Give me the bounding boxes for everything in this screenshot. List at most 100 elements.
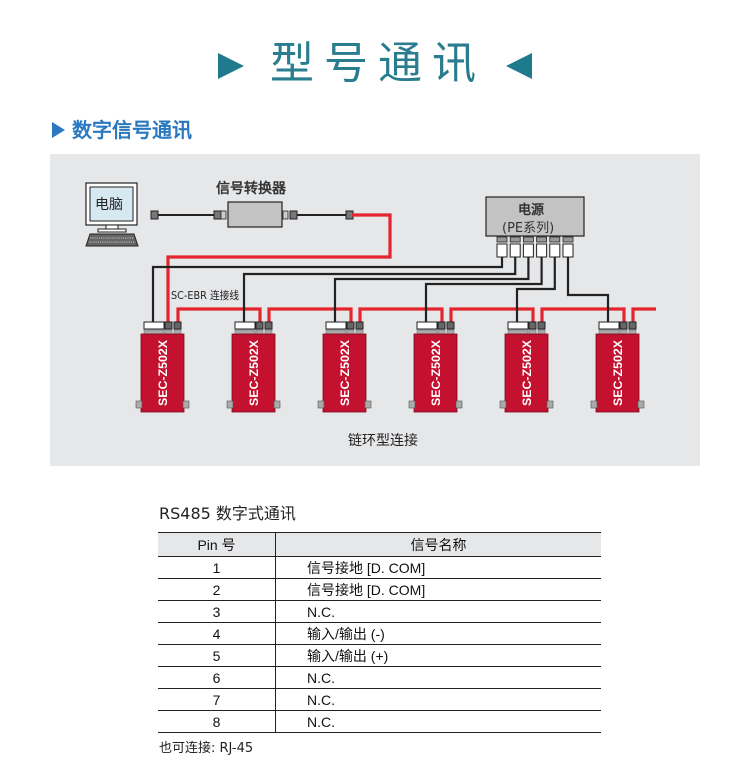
device-body bbox=[140, 333, 185, 413]
signal-name: 信号接地 [D. COM] bbox=[275, 556, 601, 579]
diagram-caption: 链环型连接 bbox=[348, 433, 418, 449]
signal-cable bbox=[540, 307, 626, 322]
fitting-right bbox=[182, 400, 190, 409]
fitting-left bbox=[135, 400, 143, 409]
fitting-right bbox=[546, 400, 554, 409]
fitting-left bbox=[408, 400, 416, 409]
computer-label: 电脑 bbox=[95, 197, 123, 213]
connector-base bbox=[346, 329, 355, 335]
signal-cable bbox=[631, 307, 656, 322]
connector-base bbox=[255, 329, 264, 335]
device-body bbox=[322, 333, 367, 413]
connector-base bbox=[416, 329, 438, 335]
pin-number: 8 bbox=[158, 710, 276, 733]
connector-base bbox=[446, 329, 455, 335]
power-label: 电源 bbox=[518, 203, 545, 218]
rs485-port bbox=[437, 321, 446, 330]
rs485-port bbox=[173, 321, 182, 330]
controller-device: SEC-Z502X bbox=[499, 321, 554, 413]
signal-name: 输入/输出 (-) bbox=[275, 622, 601, 645]
section-heading-text: 数字信号通讯 bbox=[72, 118, 192, 142]
device-model-label: SEC-Z502X bbox=[429, 340, 443, 406]
power-series-label: (PE系列) bbox=[502, 221, 555, 236]
signal-cable bbox=[176, 307, 262, 322]
rs485-port bbox=[446, 321, 455, 330]
connector-base bbox=[619, 329, 628, 335]
power-port-tab bbox=[536, 236, 548, 243]
power-cable bbox=[151, 257, 504, 322]
signal-name: N.C. bbox=[275, 600, 601, 623]
fitting-right bbox=[455, 400, 463, 409]
pin-number: 7 bbox=[158, 688, 276, 711]
connector-base bbox=[143, 329, 165, 335]
rs485-port bbox=[255, 321, 264, 330]
power-port-tab bbox=[562, 236, 574, 243]
power-connector bbox=[507, 321, 529, 330]
connector-base bbox=[173, 329, 182, 335]
device-body bbox=[595, 333, 640, 413]
connector-base bbox=[598, 329, 620, 335]
signal-name: 信号接地 [D. COM] bbox=[275, 578, 601, 601]
pin-number: 1 bbox=[158, 556, 276, 579]
power-port-tab bbox=[522, 236, 534, 243]
pin-number: 2 bbox=[158, 578, 276, 601]
connector-base bbox=[628, 329, 637, 335]
controller-device: SEC-Z502X bbox=[135, 321, 190, 413]
power-cable bbox=[566, 257, 610, 322]
signal-name: N.C. bbox=[275, 666, 601, 689]
pin-number: 4 bbox=[158, 622, 276, 645]
signal-name: 输入/输出 (+) bbox=[275, 644, 601, 667]
signal-cable bbox=[449, 307, 535, 322]
converter-cable bbox=[150, 201, 354, 228]
device-body bbox=[504, 333, 549, 413]
diagram-graphic: SEC-Z502X SEC-Z502X SEC-Z502X SEC-Z502X SEC-… bbox=[85, 182, 656, 413]
device-body bbox=[231, 333, 276, 413]
connector-base bbox=[325, 329, 347, 335]
device-model-label: SEC-Z502X bbox=[338, 340, 352, 406]
power-cable bbox=[333, 257, 530, 322]
connector-base bbox=[528, 329, 537, 335]
fitting-right bbox=[364, 400, 372, 409]
power-port bbox=[549, 243, 561, 258]
page-title: 型号通讯 bbox=[0, 30, 750, 100]
rs485-port bbox=[528, 321, 537, 330]
cable-label: SC-EBR 连接线 bbox=[171, 289, 240, 302]
signal-name: N.C. bbox=[275, 688, 601, 711]
power-cable bbox=[424, 257, 543, 322]
fitting-right bbox=[637, 400, 645, 409]
signal-cable bbox=[166, 213, 392, 322]
rs485-port bbox=[264, 321, 273, 330]
fitting-left bbox=[317, 400, 325, 409]
power-connector bbox=[234, 321, 256, 330]
signal-name: N.C. bbox=[275, 710, 601, 733]
connector-base bbox=[537, 329, 546, 335]
connector-base bbox=[264, 329, 273, 335]
converter-label: 信号转换器 bbox=[216, 181, 286, 197]
device-model-label: SEC-Z502X bbox=[611, 340, 625, 406]
power-connector bbox=[143, 321, 165, 330]
fitting-left bbox=[499, 400, 507, 409]
power-port-tab bbox=[549, 236, 561, 243]
controller-device: SEC-Z502X bbox=[317, 321, 372, 413]
device-model-label: SEC-Z502X bbox=[520, 340, 534, 406]
rs485-port bbox=[619, 321, 628, 330]
connector-base bbox=[437, 329, 446, 335]
connector-base bbox=[355, 329, 364, 335]
header-pin: Pin 号 bbox=[158, 532, 276, 557]
power-connector bbox=[416, 321, 438, 330]
power-port bbox=[536, 243, 548, 258]
rs485-port bbox=[346, 321, 355, 330]
rs485-port bbox=[628, 321, 637, 330]
signal-cable bbox=[358, 307, 444, 322]
fitting-left bbox=[226, 400, 234, 409]
power-port bbox=[509, 243, 521, 258]
fitting-right bbox=[273, 400, 281, 409]
page-title-text: 型号通讯 bbox=[270, 38, 486, 89]
daisy-chain-diagram: SEC-Z502X SEC-Z502X SEC-Z502X SEC-Z502X SEC-… bbox=[50, 154, 700, 466]
